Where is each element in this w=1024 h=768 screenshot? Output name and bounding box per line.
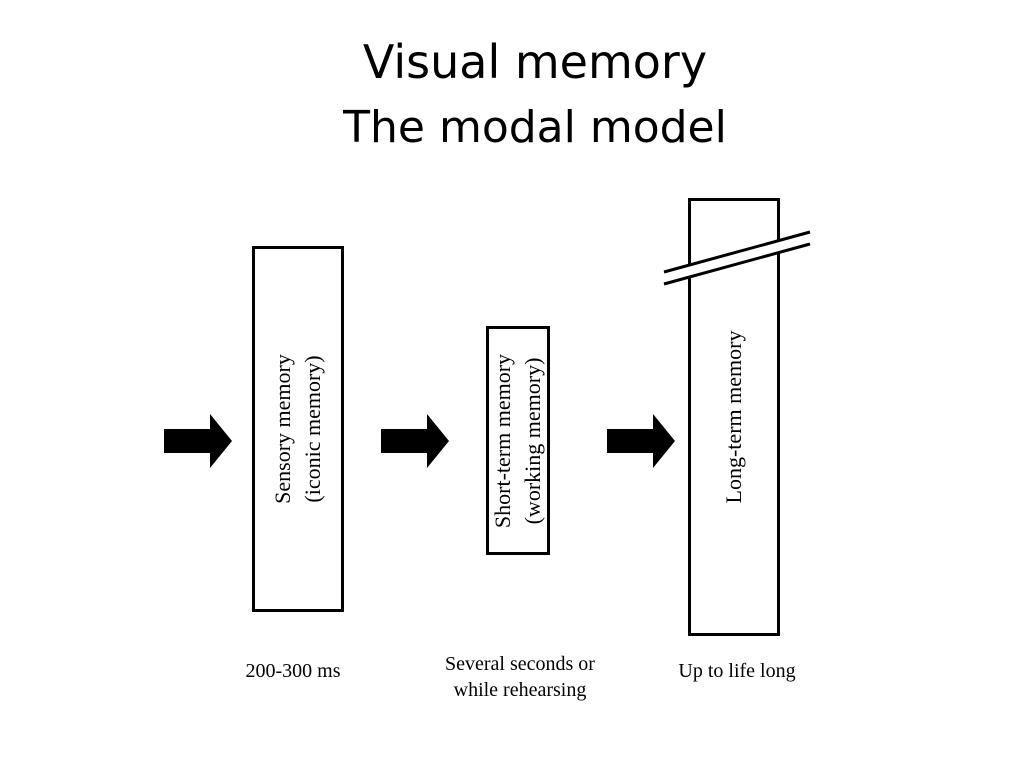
short-term-memory-box: Short-term memory (working memory) xyxy=(486,326,550,555)
slide-subtitle: The modal model xyxy=(343,102,727,153)
short-term-memory-label-line1: Short-term memory xyxy=(490,353,515,528)
right-arrow-icon xyxy=(164,414,232,468)
short-term-memory-duration: Several seconds or while rehearsing xyxy=(420,651,620,703)
long-term-memory-duration: Up to life long xyxy=(652,658,822,684)
short-term-memory-duration-line1: Several seconds or xyxy=(445,653,595,675)
short-term-memory-label-line2: (working memory) xyxy=(520,357,545,524)
long-term-memory-duration-line1: Up to life long xyxy=(678,660,796,682)
short-term-memory-duration-line2: while rehearsing xyxy=(453,679,587,701)
sensory-memory-label: Sensory memory (iconic memory) xyxy=(268,354,328,504)
sensory-memory-label-line1: Sensory memory xyxy=(270,354,295,504)
right-arrow-icon xyxy=(381,414,449,468)
sensory-memory-box: Sensory memory (iconic memory) xyxy=(252,246,344,612)
sensory-memory-duration-line1: 200-300 ms xyxy=(245,660,341,682)
sensory-memory-label-line2: (iconic memory) xyxy=(300,355,325,503)
right-arrow-icon xyxy=(607,414,675,468)
slide-title: Visual memory xyxy=(362,35,708,89)
break-mark-icon xyxy=(663,230,811,286)
sensory-memory-duration: 200-300 ms xyxy=(218,658,368,684)
long-term-memory-label-line1: Long-term memory xyxy=(721,330,746,504)
long-term-memory-label: Long-term memory xyxy=(719,331,749,504)
short-term-memory-label: Short-term memory (working memory) xyxy=(488,353,548,527)
